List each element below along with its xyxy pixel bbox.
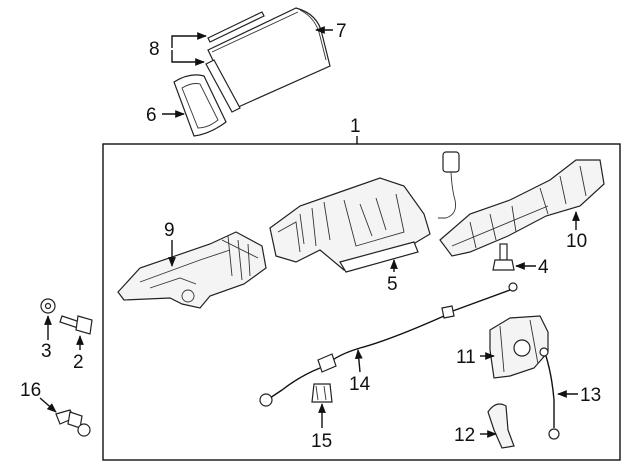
housing-part-9 <box>117 231 267 309</box>
callout-1: 1 <box>350 116 361 137</box>
leader-8-a <box>171 32 207 48</box>
callout-15: 15 <box>311 431 332 452</box>
callout-9: 9 <box>164 220 175 241</box>
bracket-part-10 <box>439 159 605 257</box>
callout-14: 14 <box>349 374 371 395</box>
module-part-5 <box>269 177 431 273</box>
stud-part-16 <box>55 409 91 437</box>
screw-part-4 <box>492 243 515 271</box>
leader-14 <box>354 349 363 373</box>
cable-part-14 <box>259 282 518 407</box>
lens-panel-part-7 <box>207 7 331 109</box>
sensor-part-13 <box>539 347 560 440</box>
callout-4: 4 <box>538 257 549 278</box>
washer-part-3 <box>40 298 56 314</box>
callout-5: 5 <box>387 274 398 295</box>
callout-13: 13 <box>580 385 601 406</box>
callout-7: 7 <box>336 21 347 42</box>
bezel-part-6 <box>173 74 227 137</box>
callout-16: 16 <box>20 380 41 401</box>
callout-2: 2 <box>73 352 84 373</box>
callout-10: 10 <box>566 231 587 252</box>
callout-8: 8 <box>149 39 160 60</box>
assembly-frame <box>102 143 621 461</box>
trim-strip-part-8 <box>205 11 265 113</box>
clip-part-15 <box>311 383 333 403</box>
leader-8-b <box>171 50 205 66</box>
callout-11: 11 <box>456 347 476 368</box>
bolt-part-2 <box>59 315 93 335</box>
sensor-connector <box>438 151 460 219</box>
callout-6: 6 <box>146 105 157 126</box>
leader-16 <box>39 397 57 413</box>
actuator-part-11 <box>489 315 549 379</box>
handle-part-12 <box>487 403 515 449</box>
callout-3: 3 <box>41 341 52 362</box>
callout-12: 12 <box>454 425 475 446</box>
